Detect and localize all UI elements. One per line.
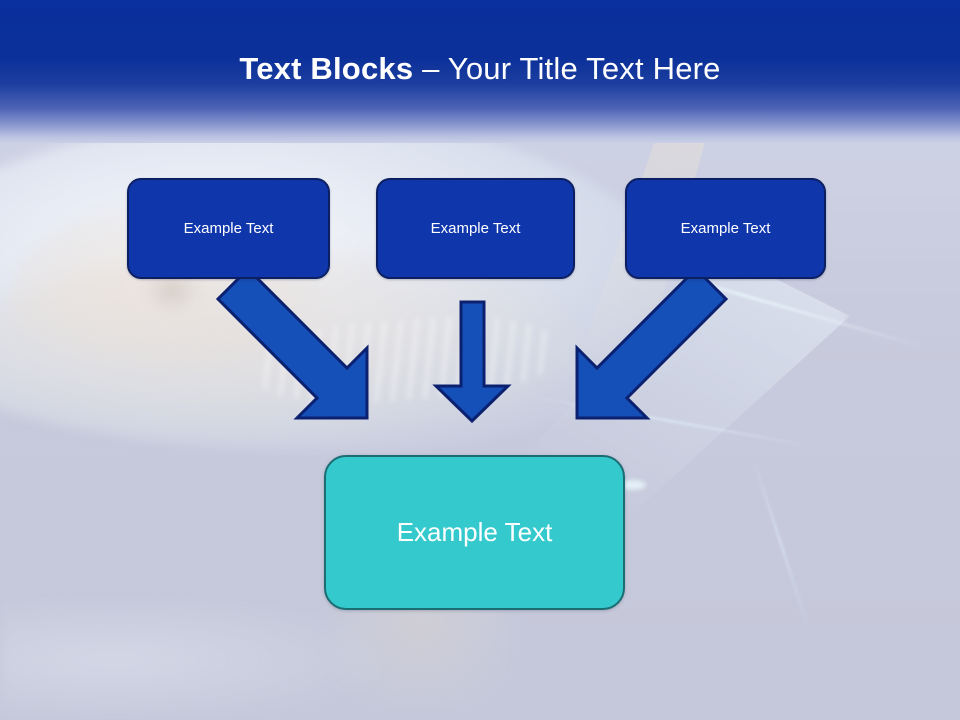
text-block-3[interactable]: Example Text (625, 178, 826, 279)
text-block-3-label: Example Text (680, 220, 771, 237)
text-block-1[interactable]: Example Text (127, 178, 330, 279)
text-block-2[interactable]: Example Text (376, 178, 575, 279)
background-light-streak (751, 455, 809, 627)
background-water-glow (0, 600, 380, 720)
page-title-regular-part: Your Title Text Here (447, 51, 721, 86)
result-text-block-label: Example Text (396, 517, 553, 547)
background-light-speck (620, 480, 646, 490)
page-title-bold-part: Text Blocks (239, 51, 414, 86)
page-title-separator: – (413, 51, 448, 86)
title-band: Text Blocks – Your Title Text Here (0, 0, 960, 143)
page-title: Text Blocks – Your Title Text Here (0, 52, 960, 86)
text-block-1-label: Example Text (183, 220, 274, 237)
result-text-block[interactable]: Example Text (324, 455, 625, 610)
text-block-2-label: Example Text (430, 220, 521, 237)
